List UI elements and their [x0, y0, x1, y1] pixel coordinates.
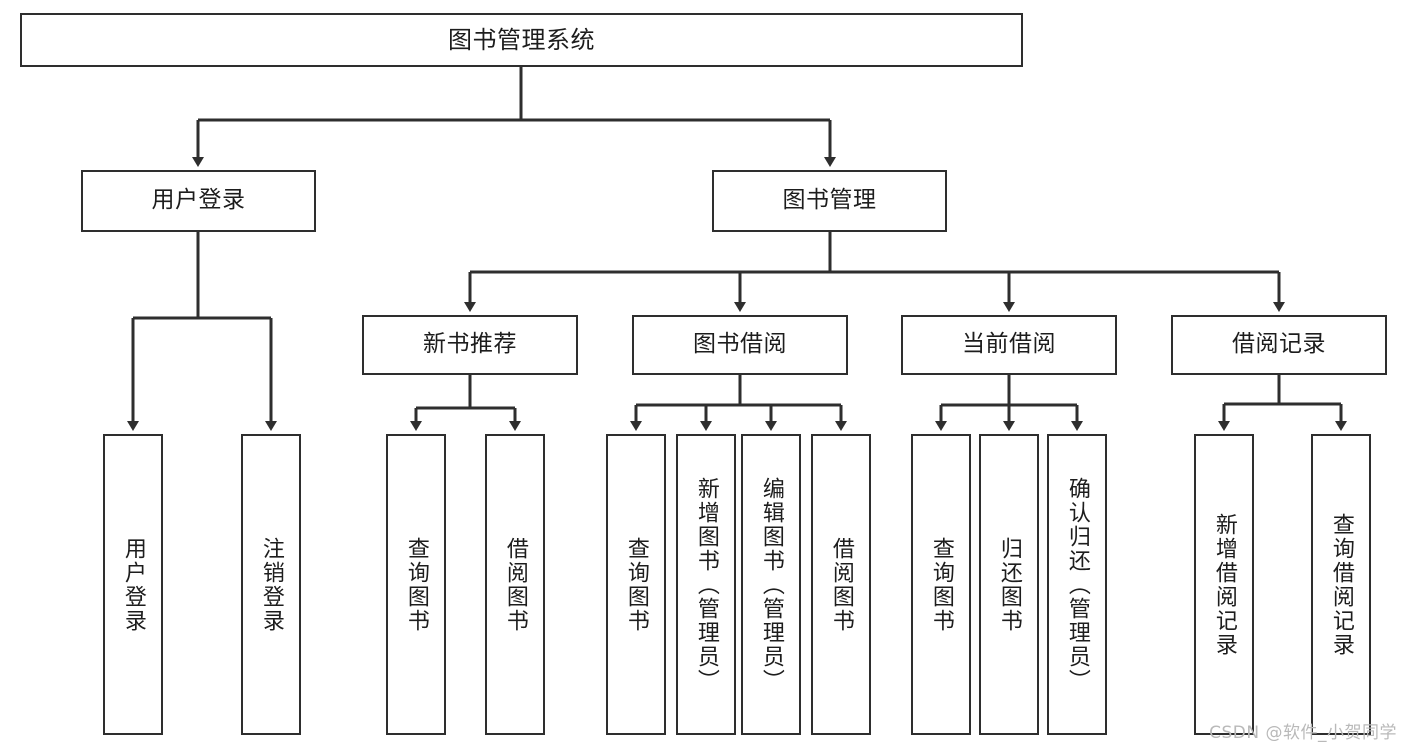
node-leaf-confirm-return[interactable]: 确认归还（管理员） — [1047, 434, 1107, 735]
node-book-manage[interactable]: 图书管理 — [712, 170, 947, 232]
node-leaf-user-login-label: 用户登录 — [120, 536, 146, 633]
node-leaf-borrow-book-2[interactable]: 借阅图书 — [811, 434, 871, 735]
node-leaf-borrow-book-1-label: 借阅图书 — [502, 536, 528, 633]
node-current-borrow[interactable]: 当前借阅 — [901, 315, 1117, 375]
node-leaf-add-book-label: 新增图书（管理员） — [693, 476, 719, 693]
node-root[interactable]: 图书管理系统 — [20, 13, 1023, 67]
node-leaf-query-book-1[interactable]: 查询图书 — [386, 434, 446, 735]
node-borrow-record[interactable]: 借阅记录 — [1171, 315, 1387, 375]
node-root-label: 图书管理系统 — [448, 25, 595, 54]
node-borrow-record-label: 借阅记录 — [1232, 331, 1326, 358]
node-leaf-query-record[interactable]: 查询借阅记录 — [1311, 434, 1371, 735]
node-leaf-edit-book-label: 编辑图书（管理员） — [758, 476, 784, 693]
node-new-book-rec-label: 新书推荐 — [423, 331, 517, 358]
node-book-borrow[interactable]: 图书借阅 — [632, 315, 848, 375]
node-current-borrow-label: 当前借阅 — [962, 331, 1056, 358]
node-leaf-logout-label: 注销登录 — [258, 536, 284, 633]
node-leaf-add-record-label: 新增借阅记录 — [1211, 512, 1237, 657]
node-leaf-return-book-label: 归还图书 — [996, 536, 1022, 633]
node-leaf-borrow-book-1[interactable]: 借阅图书 — [485, 434, 545, 735]
node-leaf-query-book-2[interactable]: 查询图书 — [606, 434, 666, 735]
node-leaf-query-book-3-label: 查询图书 — [928, 536, 954, 633]
node-leaf-borrow-book-2-label: 借阅图书 — [828, 536, 854, 633]
node-book-manage-label: 图书管理 — [782, 187, 877, 214]
node-leaf-logout[interactable]: 注销登录 — [241, 434, 301, 735]
node-book-borrow-label: 图书借阅 — [693, 331, 787, 358]
node-user-login-label: 用户登录 — [151, 187, 246, 214]
node-leaf-query-book-2-label: 查询图书 — [623, 536, 649, 633]
node-new-book-rec[interactable]: 新书推荐 — [362, 315, 578, 375]
node-leaf-query-book-3[interactable]: 查询图书 — [911, 434, 971, 735]
node-user-login[interactable]: 用户登录 — [81, 170, 316, 232]
node-leaf-return-book[interactable]: 归还图书 — [979, 434, 1039, 735]
node-leaf-confirm-return-label: 确认归还（管理员） — [1064, 476, 1090, 693]
node-leaf-add-book[interactable]: 新增图书（管理员） — [676, 434, 736, 735]
node-leaf-query-book-1-label: 查询图书 — [403, 536, 429, 633]
node-leaf-add-record[interactable]: 新增借阅记录 — [1194, 434, 1254, 735]
node-leaf-query-record-label: 查询借阅记录 — [1328, 512, 1354, 657]
node-leaf-edit-book[interactable]: 编辑图书（管理员） — [741, 434, 801, 735]
node-leaf-user-login[interactable]: 用户登录 — [103, 434, 163, 735]
watermark-text: CSDN @软件_小贺同学 — [1209, 723, 1397, 743]
